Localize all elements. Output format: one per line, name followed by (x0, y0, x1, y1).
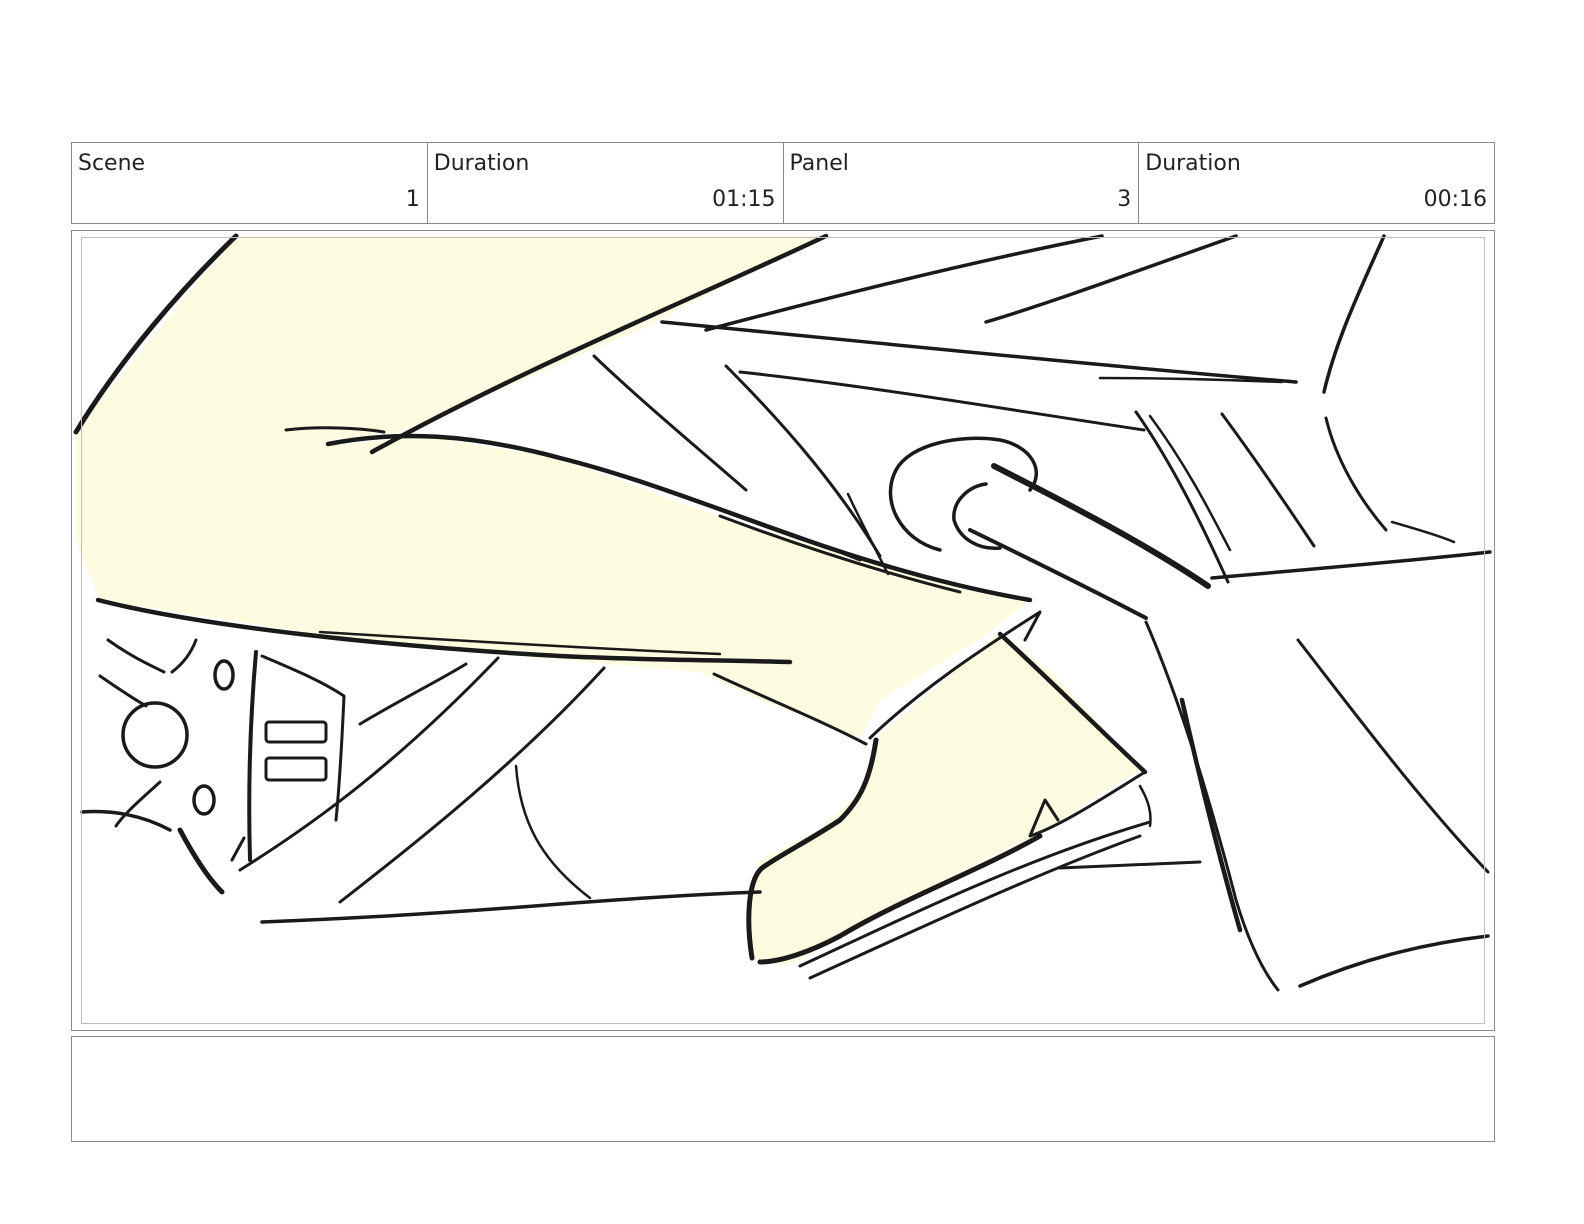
scene-duration-label: Duration (433, 151, 530, 176)
panel-info-header: Scene 1 Duration 01:15 Panel 3 Duration … (71, 142, 1495, 224)
scene-duration-cell: Duration 01:15 (428, 143, 784, 223)
scene-cell: Scene 1 (72, 143, 428, 223)
panel-label: Panel (789, 151, 849, 176)
panel-duration-value: 00:16 (1423, 187, 1487, 212)
scene-number: 1 (405, 187, 420, 212)
panel-duration-cell: Duration 00:16 (1139, 143, 1494, 223)
scene-label: Scene (78, 151, 146, 176)
storyboard-sketch (73, 233, 1492, 992)
skin-fill (76, 236, 1140, 965)
panel-notes-box (71, 1036, 1495, 1142)
sketch-lines (73, 233, 1492, 992)
scene-duration-value: 01:15 (712, 187, 776, 212)
panel-number: 3 (1117, 187, 1132, 212)
panel-duration-label: Duration (1145, 151, 1241, 176)
panel-cell: Panel 3 (784, 143, 1140, 223)
